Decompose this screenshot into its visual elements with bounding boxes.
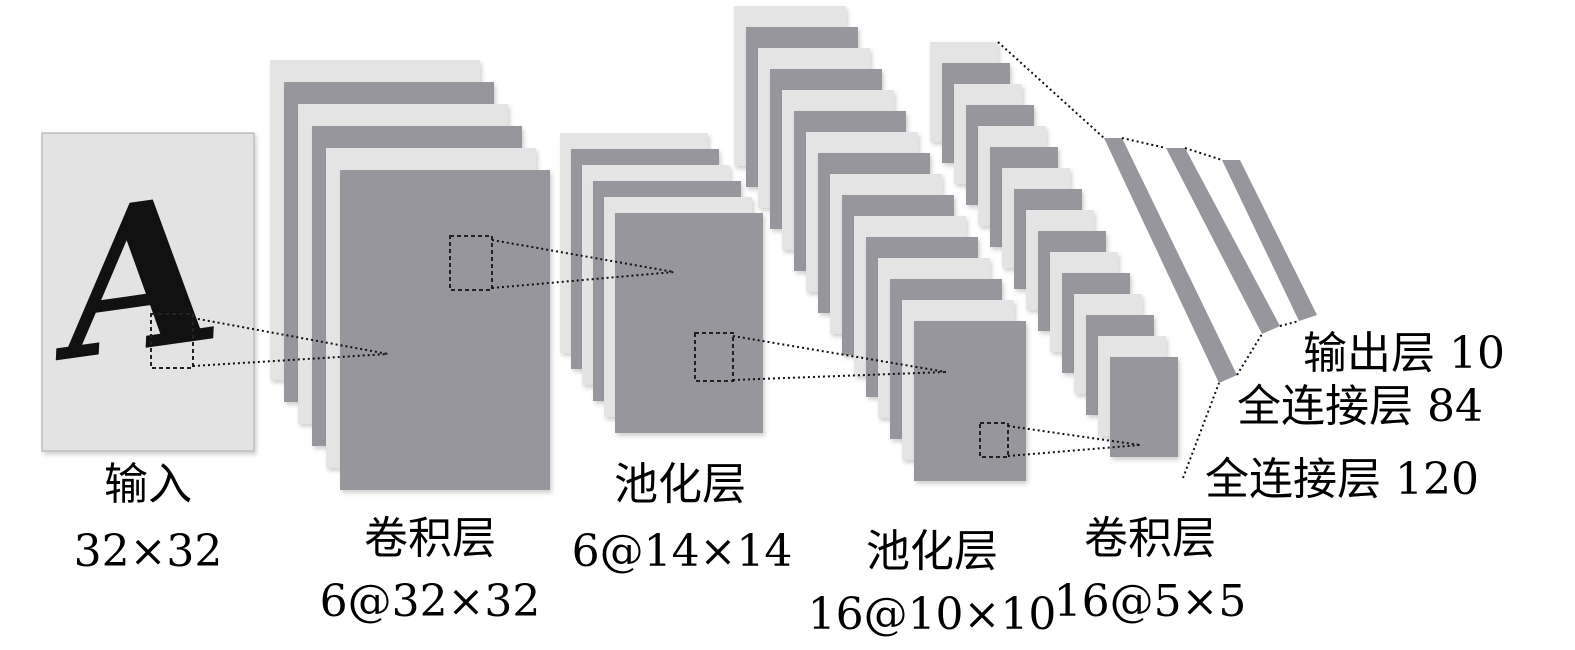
pool1-feature-maps — [560, 133, 763, 433]
conv1-feature-maps — [270, 60, 550, 490]
fc120-bar — [1104, 138, 1237, 383]
fc120-label: 全连接层 120 — [1205, 454, 1479, 505]
pool1-label-name: 池化层 — [614, 459, 746, 510]
projection-lines — [192, 41, 1300, 479]
input-receptive-field — [150, 313, 194, 369]
conv2-feature-maps — [930, 42, 1178, 457]
input-label-size: 32×32 — [73, 526, 223, 577]
conv2-map — [1110, 357, 1178, 457]
pool2-label-size: 16@10×10 — [807, 589, 1057, 640]
conv1-label-size: 6@32×32 — [319, 576, 541, 627]
conv1-label-name: 卷积层 — [364, 513, 496, 564]
pool2-feature-maps — [734, 6, 1026, 481]
receptive-fields — [449, 235, 1009, 458]
pool2-receptive-field — [979, 422, 1009, 458]
conv1-receptive-field — [449, 235, 493, 291]
fc84-label: 全连接层 84 — [1237, 381, 1483, 432]
conv2-label-name: 卷积层 — [1084, 513, 1216, 564]
fc84-bar — [1166, 148, 1280, 334]
output-label: 输出层 10 — [1303, 328, 1505, 379]
fc-bars — [1104, 138, 1317, 383]
output-bar — [1222, 160, 1317, 321]
pool1-map — [615, 213, 763, 433]
pool1-label-size: 6@14×14 — [571, 526, 793, 577]
input-label-name: 输入 — [104, 459, 192, 510]
pool2-label-name: 池化层 — [866, 526, 998, 577]
conv2-label-size: 16@5×5 — [1053, 576, 1247, 627]
pool2-map — [914, 321, 1026, 481]
conv1-map — [340, 170, 550, 490]
input-image: A — [29, 132, 255, 452]
pool1-receptive-field — [694, 332, 734, 382]
